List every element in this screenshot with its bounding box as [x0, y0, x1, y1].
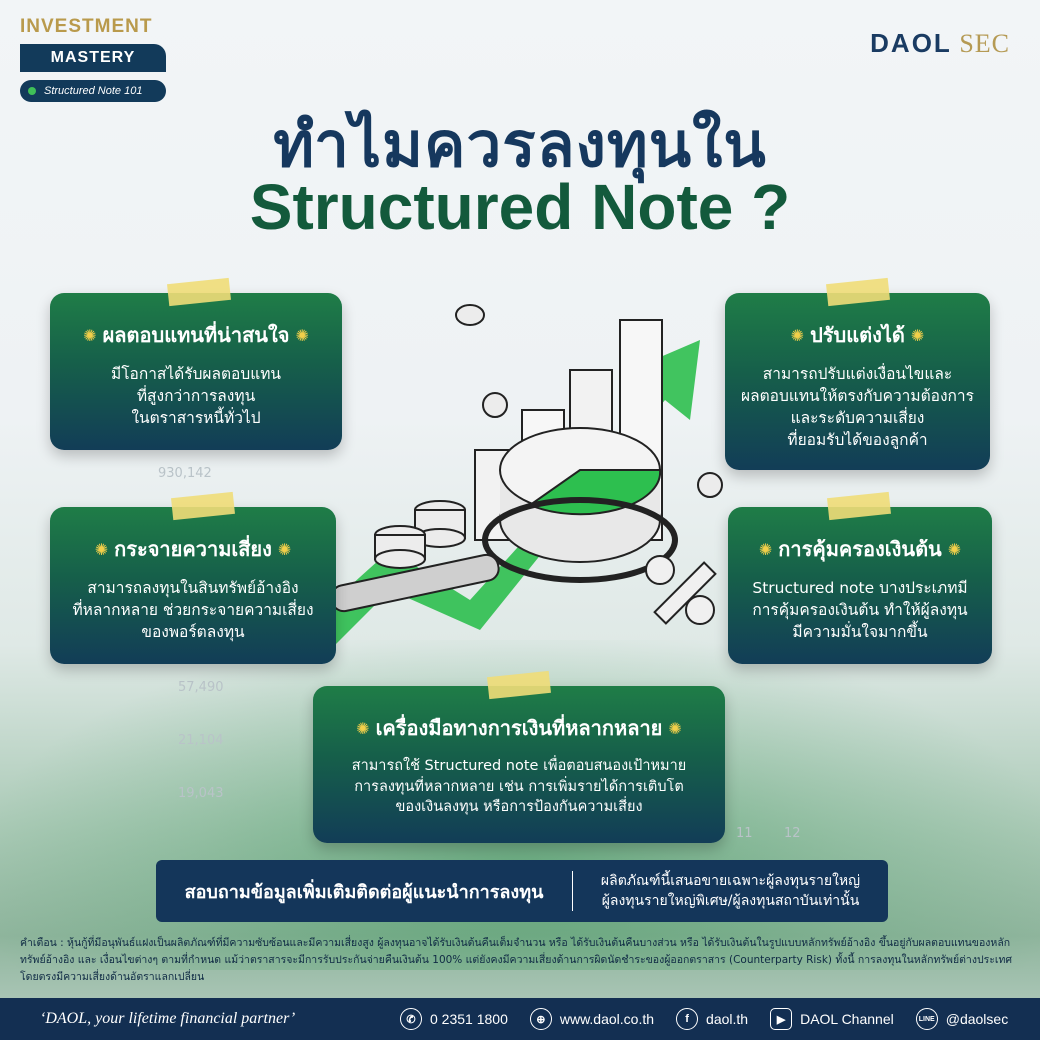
card-line: สามารถใช้ Structured note เพื่อตอบสนองเป…: [351, 758, 687, 774]
divider: [572, 871, 573, 911]
youtube-channel: DAOL Channel: [800, 1011, 894, 1027]
card-title: ✺ การคุ้มครองเงินต้น ✺: [728, 533, 992, 565]
footer-facebook[interactable]: f daol.th: [676, 1008, 748, 1030]
eligibility-line: ผู้ลงทุนรายใหญ่พิเศษ/ผู้ลงทุนสถาบันเท่าน…: [601, 893, 860, 909]
card-attractive-return: ✺ ผลตอบแทนที่น่าสนใจ ✺ มีโอกาสได้รับผลตอ…: [50, 277, 342, 450]
card-title-text: การคุ้มครองเงินต้น: [778, 537, 942, 561]
card-line: สามารถลงทุนในสินทรัพย์อ้างอิง: [87, 579, 299, 597]
facebook-icon: f: [676, 1008, 699, 1030]
card-title: ✺ เครื่องมือทางการเงินที่หลากหลาย ✺: [313, 712, 725, 744]
card-body: มีโอกาสได้รับผลตอบแทน ที่สูงกว่าการลงทุน…: [50, 363, 342, 429]
line-icon: LINE: [915, 1008, 938, 1030]
background-number: 930,142: [158, 466, 212, 481]
investment-illustration: [330, 304, 723, 650]
star-icon: ✺: [947, 539, 962, 559]
card-line: มีโอกาสได้รับผลตอบแทน: [110, 365, 282, 383]
card-line: การคุ้มครองเงินต้น ทำให้ผู้ลงทุน: [752, 601, 968, 619]
star-icon: ✺: [94, 539, 109, 559]
footer-line[interactable]: LINE @daolsec: [915, 1008, 1009, 1030]
risk-disclaimer: คำเตือน : หุ้นกู้ที่มีอนุพันธ์แฝงเป็นผลิ…: [20, 937, 1013, 983]
card-line: การลงทุนที่หลากหลาย เช่น การเพิ่มรายได้ก…: [354, 778, 684, 795]
card-body: สามารถใช้ Structured note เพื่อตอบสนองเป…: [313, 756, 725, 818]
card-line: ในตราสารหนี้ทั่วไป: [131, 409, 261, 427]
phone-icon: ✆: [400, 1008, 422, 1030]
background-number: 19,043: [178, 786, 224, 801]
daol-sec-logo: DAOL SEC: [870, 28, 1010, 59]
footer-tagline: ‘DAOL, your lifetime financial partner’: [40, 1010, 296, 1027]
card-title: ✺ ปรับแต่งได้ ✺: [725, 319, 990, 351]
contact-bar: สอบถามข้อมูลเพิ่มเติมติดต่อผู้แนะนำการลง…: [156, 860, 888, 922]
background-number: 21,104: [178, 733, 224, 748]
coins-icon: [374, 304, 723, 569]
card-body: สามารถปรับแต่งเงื่อนไขและ ผลตอบแทนให้ตรง…: [725, 363, 990, 451]
star-icon: ✺: [83, 325, 97, 345]
background-number: 12: [784, 826, 801, 841]
card-title-text: กระจายความเสี่ยง: [114, 537, 272, 561]
contact-prompt: สอบถามข้อมูลเพิ่มเติมติดต่อผู้แนะนำการลง…: [184, 881, 544, 903]
card-body: Structured note บางประเภทมี การคุ้มครองเ…: [728, 577, 992, 643]
card-body: สามารถลงทุนในสินทรัพย์อ้างอิง ที่หลากหลา…: [50, 577, 336, 643]
card-line: ผลตอบแทนให้ตรงกับความต้องการ: [741, 387, 974, 405]
series-episode-tag: Structured Note 101: [20, 80, 166, 102]
green-dot-icon: [28, 87, 36, 95]
series-episode-label: Structured Note 101: [44, 85, 143, 97]
headline-line2: Structured Note ?: [249, 171, 791, 243]
logo-part1: DAOL: [870, 28, 952, 58]
card-line: ของพอร์ตลงทุน: [141, 623, 245, 641]
footer-bar: ‘DAOL, your lifetime financial partner’ …: [0, 998, 1040, 1040]
line-handle: @daolsec: [945, 1011, 1009, 1027]
card-line: ที่สูงกว่าการลงทุน: [136, 387, 256, 405]
star-icon: ✺: [790, 325, 805, 345]
star-icon: ✺: [758, 539, 773, 559]
card-line: ที่ยอมรับได้ของลูกค้า: [787, 431, 928, 449]
card-line: และระดับความเสี่ยง: [790, 409, 925, 427]
pie-chart-icon: [499, 427, 662, 563]
eligibility-note: ผลิตภัณฑ์นี้เสนอขายเฉพาะผู้ลงทุนรายใหญ่ …: [573, 871, 888, 912]
tape-decoration: [167, 277, 231, 307]
card-diversification: ✺ กระจายความเสี่ยง ✺ สามารถลงทุนในสินทรั…: [50, 491, 336, 664]
tape-decoration: [827, 491, 891, 521]
tape-decoration: [171, 491, 235, 521]
background-number: 57,490: [178, 680, 224, 695]
series-mastery-label: MASTERY: [20, 44, 166, 72]
card-line: Structured note บางประเภทมี: [752, 579, 968, 597]
eligibility-line: ผลิตภัณฑ์นี้เสนอขายเฉพาะผู้ลงทุนรายใหญ่: [600, 872, 861, 889]
star-icon: ✺: [295, 325, 309, 345]
facebook-handle: daol.th: [706, 1011, 749, 1027]
star-icon: ✺: [356, 718, 370, 738]
card-principal-protection: ✺ การคุ้มครองเงินต้น ✺ Structured note บ…: [728, 491, 992, 664]
card-title: ✺ กระจายความเสี่ยง ✺: [50, 533, 336, 565]
star-icon: ✺: [910, 325, 925, 345]
globe-icon: ⊕: [529, 1008, 552, 1030]
card-customizable: ✺ ปรับแต่งได้ ✺ สามารถปรับแต่งเงื่อนไขแล…: [725, 277, 990, 470]
headline-line1: ทำไมควรลงทุนใน: [273, 108, 767, 181]
star-icon: ✺: [668, 718, 682, 738]
card-line: ของเงินลงทุน หรือการป้องกันความเสี่ยง: [395, 799, 643, 816]
footer-phone[interactable]: ✆ 0 2351 1800: [400, 1008, 508, 1030]
card-title-text: ผลตอบแทนที่น่าสนใจ: [102, 323, 290, 347]
series-title: INVESTMENT: [20, 16, 153, 37]
background-number: 11: [736, 826, 753, 841]
card-line: มีความมั่นใจมากขึ้น: [792, 623, 928, 641]
card-line: สามารถปรับแต่งเงื่อนไขและ: [762, 365, 953, 383]
star-icon: ✺: [277, 539, 292, 559]
tape-decoration: [826, 277, 890, 307]
percent-icon: [645, 555, 717, 625]
card-financial-tools: ✺ เครื่องมือทางการเงินที่หลากหลาย ✺ สามา…: [313, 670, 725, 843]
card-title-text: ปรับแต่งได้: [810, 323, 905, 347]
footer-youtube[interactable]: ▶ DAOL Channel: [770, 1008, 894, 1030]
website-url: www.daol.co.th: [559, 1011, 655, 1027]
youtube-icon: ▶: [770, 1008, 793, 1030]
logo-part2: SEC: [959, 29, 1010, 58]
card-title: ✺ ผลตอบแทนที่น่าสนใจ ✺: [50, 319, 342, 351]
footer-website[interactable]: ⊕ www.daol.co.th: [529, 1008, 655, 1030]
card-title-text: เครื่องมือทางการเงินที่หลากหลาย: [375, 716, 663, 740]
card-line: ที่หลากหลาย ช่วยกระจายความเสี่ยง: [72, 601, 314, 619]
phone-number: 0 2351 1800: [430, 1011, 508, 1027]
